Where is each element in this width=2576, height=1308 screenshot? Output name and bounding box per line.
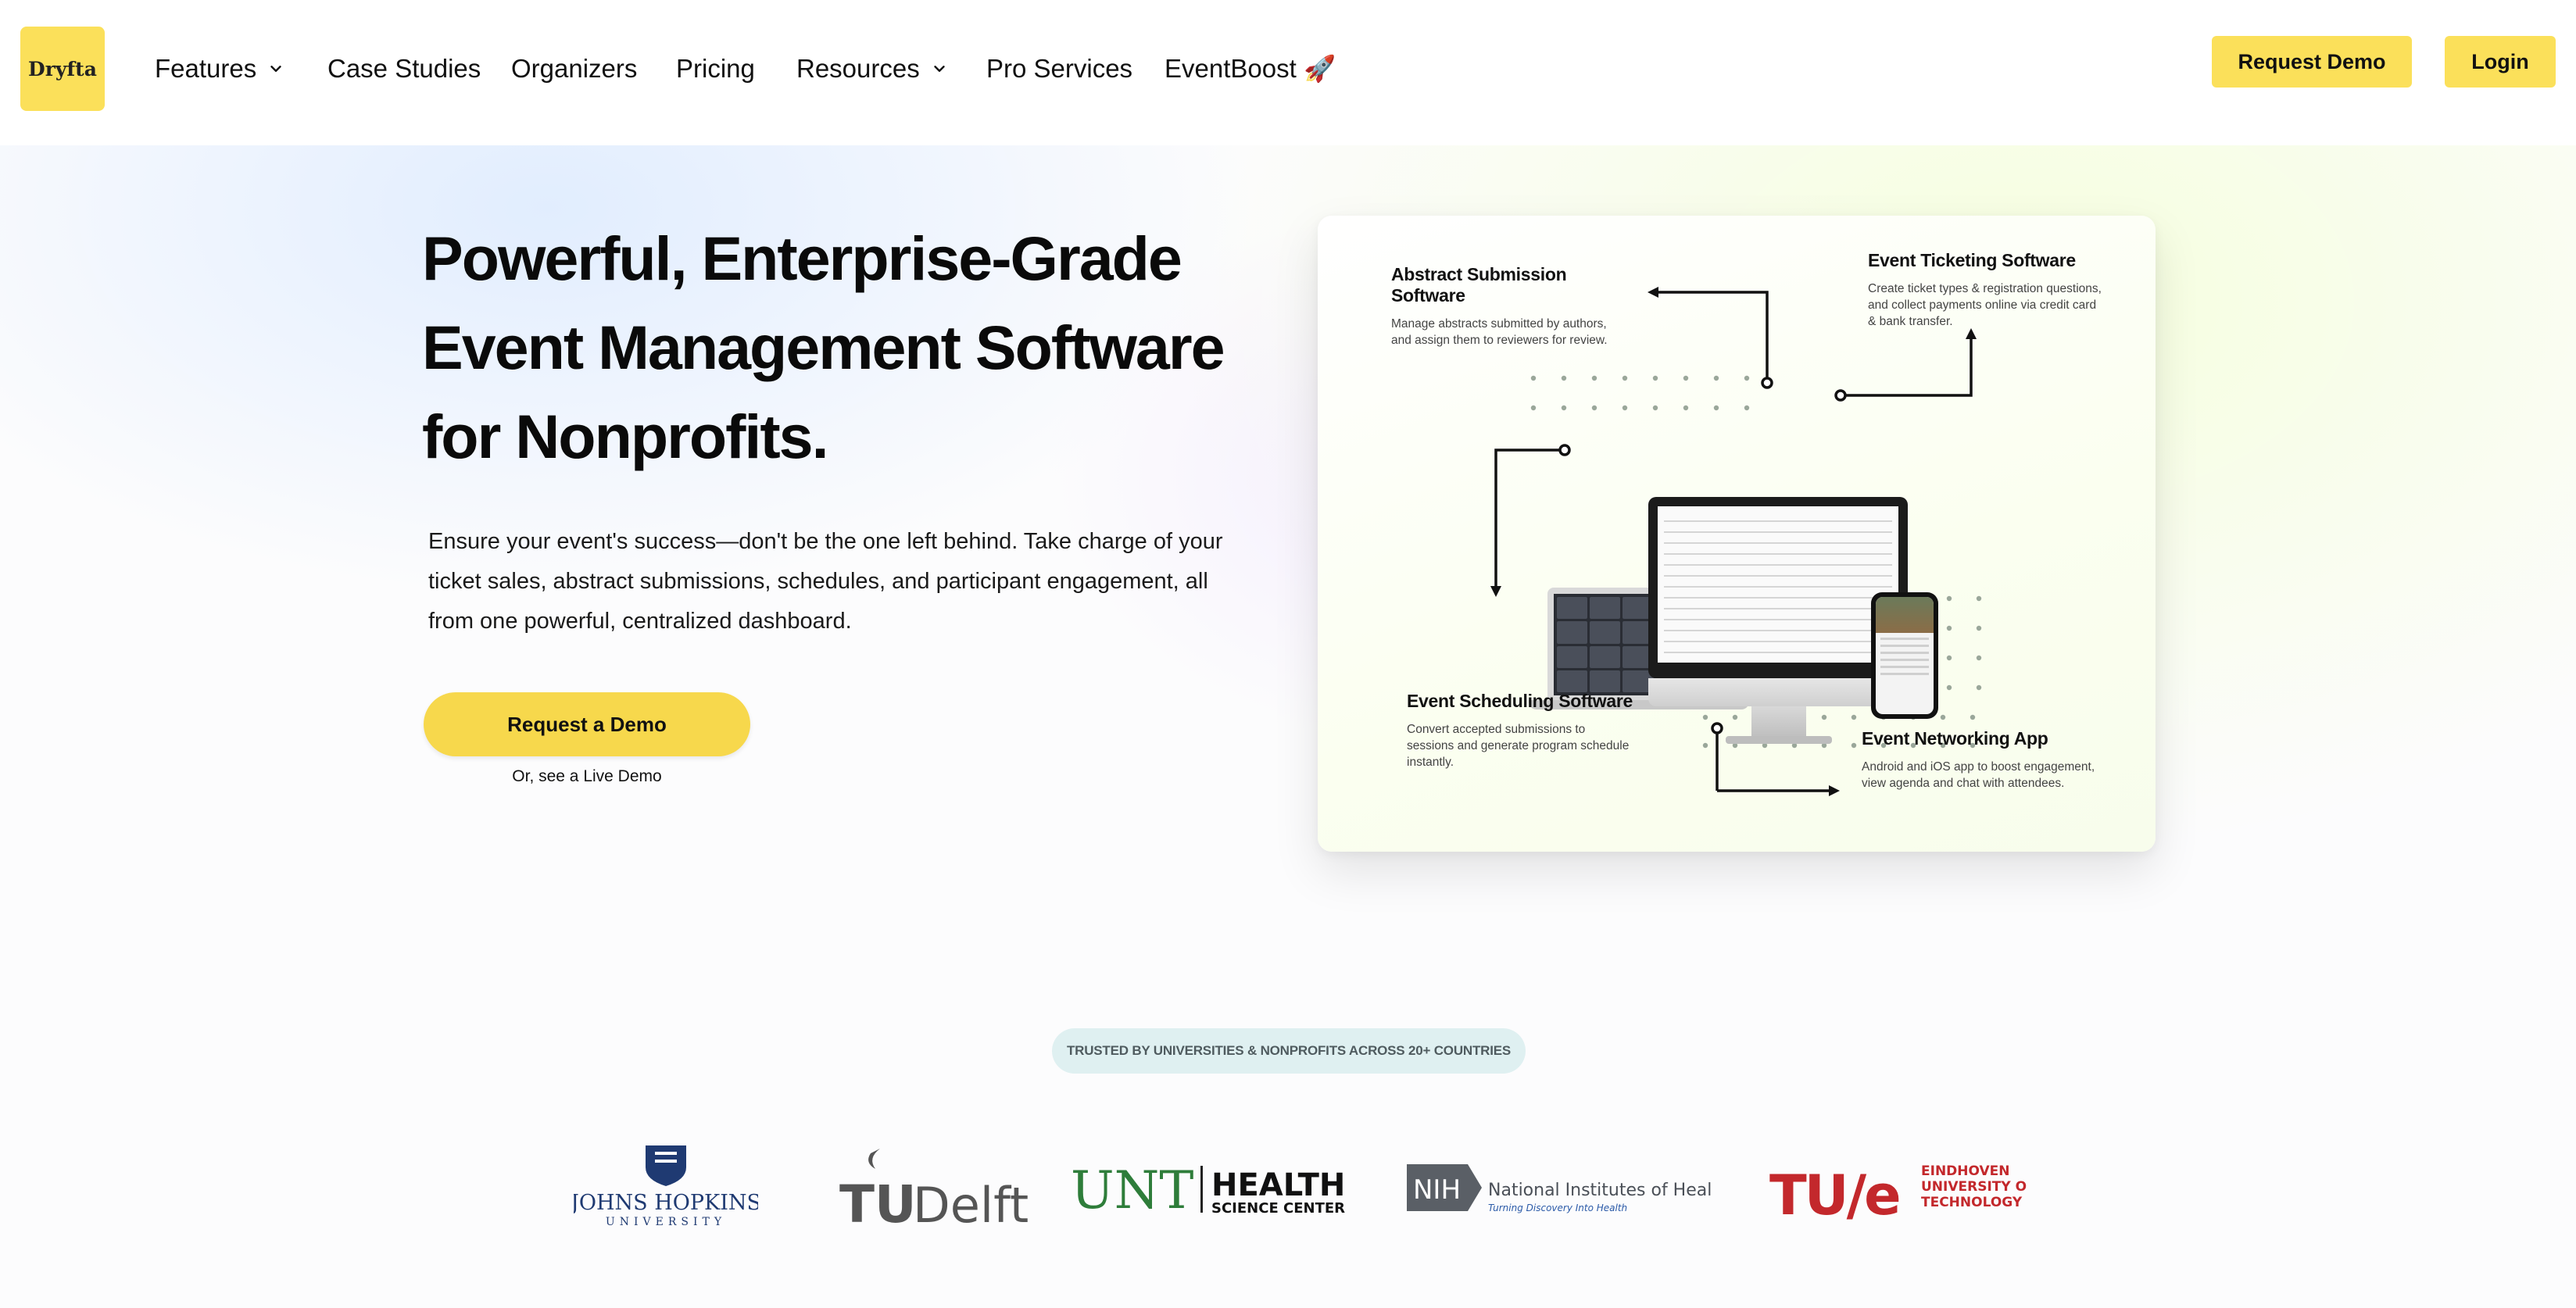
trusted-label: TRUSTED BY UNIVERSITIES & NONPROFITS ACR… [1066, 1043, 1512, 1058]
unt-health: HEALTH [1211, 1167, 1345, 1203]
nih-logo: NIH National Institutes of Health Turnin… [1407, 1138, 1730, 1231]
johns-hopkins-logo: JOHNS HOPKINS UNIVERSITY [568, 1138, 761, 1231]
tudelft-delft: Delft [913, 1177, 1029, 1231]
nih-badge-icon [1407, 1164, 1482, 1211]
laptop-image [1547, 588, 1729, 702]
login-button[interactable]: Login [2445, 36, 2556, 88]
hero-title-line-2: Event Management Software [422, 313, 1225, 382]
nav-case-studies[interactable]: Case Studies [327, 48, 481, 89]
feature-abstract: Abstract Submission Software Manage abst… [1391, 264, 1626, 348]
nav-resources[interactable]: Resources [796, 48, 948, 89]
nav-case-studies-label: Case Studies [327, 54, 481, 83]
hero-title-line-3: for Nonprofits. [422, 402, 829, 471]
nav-resources-label: Resources [796, 54, 920, 83]
nav-pricing-label: Pricing [676, 54, 755, 83]
unt-health-logo: UNT HEALTH SCIENCE CENTER [1071, 1138, 1358, 1231]
feature-diagram-card: Abstract Submission Software Manage abst… [1318, 216, 2156, 852]
nih-tagline: Turning Discovery Into Health [1488, 1203, 1627, 1213]
feature-networking-title: Event Networking App [1862, 728, 2048, 749]
hero-section: Powerful, Enterprise-Grade Event Managem… [0, 145, 2576, 1308]
chevron-down-icon [270, 66, 281, 72]
dot-grid-top [1530, 375, 1750, 411]
arrow-up-icon [1966, 328, 1977, 339]
flame-icon [868, 1149, 880, 1169]
tue-line-2: UNIVERSITY OF [1921, 1179, 2027, 1195]
nav-pro-services[interactable]: Pro Services [986, 48, 1132, 89]
request-a-demo-label: Request a Demo [507, 712, 667, 736]
logo-text: Dryfta [28, 57, 97, 80]
tue-mark: TU/e [1769, 1163, 1899, 1228]
monitor-stand-base [1726, 736, 1832, 744]
desktop-monitor-image [1648, 497, 1908, 706]
tu-delft-logo: TU Delft [836, 1138, 1032, 1235]
feature-networking: Event Networking App Android and iOS app… [1862, 728, 2096, 792]
tue-line-3: TECHNOLOGY [1921, 1195, 2023, 1210]
hero-description: Ensure your event's success—don't be the… [428, 529, 1223, 634]
hero-title-line-1: Powerful, Enterprise-Grade [422, 223, 1182, 293]
feature-abstract-title: Abstract Submission Software [1391, 264, 1567, 306]
live-demo-link[interactable]: Or, see a Live Demo [512, 767, 662, 785]
feature-scheduling-desc: Convert accepted submissions to sessions… [1407, 723, 1630, 769]
dryfta-logo[interactable]: Dryfta [20, 27, 105, 111]
nav-pricing[interactable]: Pricing [676, 48, 755, 89]
hero-title: Powerful, Enterprise-Grade Event Managem… [422, 214, 1282, 481]
ticketing-connector [1834, 334, 1973, 402]
abstract-connector [1654, 291, 1773, 389]
login-label: Login [2471, 49, 2529, 73]
feature-abstract-desc: Manage abstracts submitted by authors, a… [1391, 317, 1608, 347]
unt-science-center: SCIENCE CENTER [1211, 1200, 1345, 1217]
jhu-shield-icon: JOHNS HOPKINS UNIVERSITY [568, 1145, 761, 1228]
unt-mark: UNT [1071, 1160, 1193, 1220]
nav-features-label: Features [155, 54, 257, 83]
tudelft-tu: TU [839, 1174, 917, 1231]
request-demo-button[interactable]: Request Demo [2212, 36, 2412, 88]
jhu-name: JOHNS HOPKINS [574, 1191, 758, 1215]
tu-eindhoven-logo: TU/e EINDHOVEN UNIVERSITY OF TECHNOLOGY [1769, 1138, 2036, 1231]
arrow-down-icon [1490, 586, 1501, 597]
nih-abbr: NIH [1413, 1174, 1461, 1206]
scheduling-connector [1494, 444, 1571, 591]
feature-networking-desc: Android and iOS app to boost engagement,… [1862, 760, 2095, 790]
nav-eventboost[interactable]: EventBoost 🚀 [1165, 48, 1336, 89]
nav-eventboost-label: EventBoost 🚀 [1165, 53, 1336, 83]
request-a-demo-button[interactable]: Request a Demo [424, 692, 750, 756]
feature-ticketing: Event Ticketing Software Create ticket t… [1868, 250, 2102, 330]
nav-pro-services-label: Pro Services [986, 54, 1133, 83]
trusted-badge: TRUSTED BY UNIVERSITIES & NONPROFITS ACR… [1052, 1028, 1526, 1074]
nav-organizers[interactable]: Organizers [511, 48, 637, 89]
feature-ticketing-desc: Create ticket types & registration quest… [1868, 282, 2102, 328]
phone-image [1871, 592, 1938, 719]
nih-name: National Institutes of Health [1488, 1181, 1712, 1200]
nav-organizers-label: Organizers [511, 54, 638, 83]
arrow-left-icon [1648, 287, 1658, 298]
top-nav: Dryfta Features Case Studies Organizers … [0, 0, 2576, 145]
chevron-down-icon [934, 66, 945, 72]
nav-features[interactable]: Features [155, 48, 284, 89]
networking-connector [1711, 722, 1834, 792]
request-demo-label: Request Demo [2238, 49, 2386, 73]
connector-lines [1490, 287, 1982, 796]
feature-scheduling-title: Event Scheduling Software [1407, 691, 1633, 711]
monitor-stand [1751, 706, 1806, 739]
tue-line-1: EINDHOVEN [1921, 1163, 2010, 1179]
arrow-right-icon [1829, 785, 1840, 796]
feature-ticketing-title: Event Ticketing Software [1868, 250, 2076, 270]
jhu-subtitle: UNIVERSITY [606, 1216, 726, 1228]
feature-scheduling: Event Scheduling Software Convert accept… [1407, 691, 1633, 770]
